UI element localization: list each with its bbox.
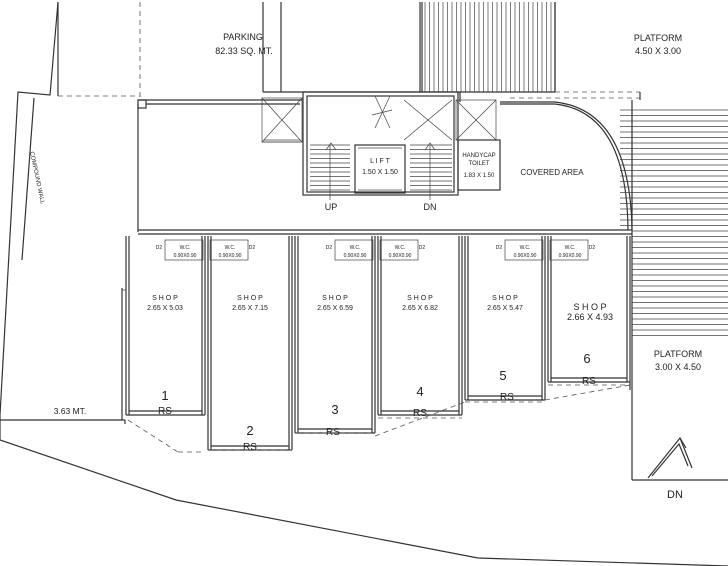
- wc-door: D2: [156, 245, 163, 251]
- shop-number: 3: [331, 402, 338, 417]
- exit-down-arrow: DN: [647, 436, 693, 501]
- shop-label: S H O P: [407, 295, 433, 302]
- wc-5: W.C. 0.90X0.90 D2: [496, 239, 544, 261]
- shop-rs: RS: [582, 376, 596, 387]
- wc-size: 0.90X0.90: [344, 253, 367, 259]
- wc-label: W.C.: [520, 245, 531, 251]
- shop-rs: RS: [326, 427, 340, 438]
- ramp-right: [620, 109, 728, 336]
- wc-label: W.C.: [225, 245, 236, 251]
- wc-3: W.C. 0.90X0.90 D2: [326, 239, 374, 261]
- shop-2: W.C. 0.90X0.90 D2 S H O P 2.65 X 7.15 2RS: [207, 236, 293, 453]
- toilet-title-2: TOILET: [469, 161, 490, 167]
- shop-size: 2.65 X 5.47: [487, 305, 523, 312]
- compound-wall-label: COMPOUND WALL: [28, 151, 45, 205]
- shop-rs: RS: [158, 406, 172, 417]
- wc-size: 0.90X0.90: [514, 253, 537, 259]
- wc-door: D2: [326, 245, 333, 251]
- platform-right-size: 3.00 X 4.50: [655, 362, 701, 372]
- toilet-title: HANDYCAP: [462, 153, 495, 159]
- parking-area-value: 82.33 SQ. MT.: [215, 46, 273, 56]
- wc-size: 0.90X0.90: [219, 253, 242, 259]
- covered-area: COVERED AREA: [500, 97, 640, 231]
- shop-label: S H O P: [573, 302, 606, 312]
- wc-door: D2: [589, 245, 596, 251]
- wc-door: D2: [249, 245, 256, 251]
- shop-5: W.C. 0.90X0.90 D2 S H O P 2.65 X 5.47 5RS: [464, 236, 546, 403]
- wc-label: W.C.: [180, 245, 191, 251]
- shop-size: 2.66 X 4.93: [567, 312, 613, 322]
- shop-rs: RS: [413, 408, 427, 419]
- wc-label: W.C.: [395, 245, 406, 251]
- platform-right-title: PLATFORM: [654, 349, 702, 359]
- stair-down-label: DN: [424, 202, 437, 212]
- stair-core: L I F T 1.50 X 1.50 UP DN: [261, 91, 497, 212]
- shop-size: 2.65 X 7.15: [232, 305, 268, 312]
- ramp-top: [424, 2, 552, 92]
- wc-label: W.C.: [350, 245, 361, 251]
- wc-door: D2: [419, 245, 426, 251]
- left-dimension: 3.63 MT.: [54, 406, 87, 416]
- shop-label: S H O P: [237, 295, 263, 302]
- lift-title: L I F T: [370, 158, 391, 165]
- shop-number: 2: [246, 423, 253, 438]
- platform-right: PLATFORM 3.00 X 4.50: [631, 340, 728, 481]
- wc-1: W.C. 0.90X0.90 D2: [156, 239, 204, 261]
- platform-top-title: PLATFORM: [634, 33, 682, 43]
- wc-4: W.C. 0.90X0.90 D2: [379, 239, 426, 261]
- frontage-lines: [121, 288, 631, 451]
- lift-size: 1.50 X 1.50: [362, 169, 398, 176]
- shop-6: W.C. 0.90X0.90 D2 S H O P2.66 X 4.93 6RS: [547, 236, 631, 387]
- toilet-size: 1.83 X 1.50: [464, 173, 495, 179]
- shop-rs: RS: [500, 392, 514, 403]
- shop-size: 2.65 X 6.82: [402, 305, 438, 312]
- shop-rs: RS: [243, 442, 257, 453]
- wc-size: 0.90X0.90: [389, 253, 412, 259]
- handicap-toilet: HANDYCAP TOILET 1.83 X 1.50: [457, 139, 501, 191]
- wc-2: W.C. 0.90X0.90 D2: [209, 239, 256, 261]
- wc-door: D2: [496, 245, 503, 251]
- covered-area-label: COVERED AREA: [520, 168, 584, 177]
- platform-top-size: 4.50 X 3.00: [635, 46, 681, 56]
- shop-label: S H O P: [492, 295, 518, 302]
- shop-number: 5: [499, 368, 506, 383]
- wc-size: 0.90X0.90: [174, 253, 197, 259]
- parking-title: PARKING: [223, 32, 263, 42]
- shop-number: 4: [416, 384, 423, 399]
- exit-down-label: DN: [667, 489, 683, 501]
- shop-label: S H O P: [152, 295, 178, 302]
- shop-size: 2.65 X 6.59: [317, 305, 353, 312]
- shop-1: W.C. 0.90X0.90 D2 S H O P 2.65 X 5.03 1RS: [125, 236, 206, 453]
- shop-size: 2.65 X 5.03: [147, 305, 183, 312]
- shop-number: 6: [583, 351, 590, 366]
- shop-number: 1: [161, 388, 168, 403]
- wc-size: 0.90X0.90: [559, 253, 582, 259]
- shop-label: S H O P: [322, 295, 348, 302]
- shop-3: W.C. 0.90X0.90 D2 S H O P 2.65 X 6.59 3RS: [294, 236, 376, 438]
- shop-4: W.C. 0.90X0.90 D2 S H O P 2.65 X 6.82 4RS: [377, 236, 463, 419]
- platform-top: PLATFORM 4.50 X 3.00: [554, 2, 682, 100]
- wc-label: W.C.: [565, 245, 576, 251]
- wc-6: W.C. 0.90X0.90 D2: [549, 239, 596, 261]
- stair-up-label: UP: [325, 202, 338, 212]
